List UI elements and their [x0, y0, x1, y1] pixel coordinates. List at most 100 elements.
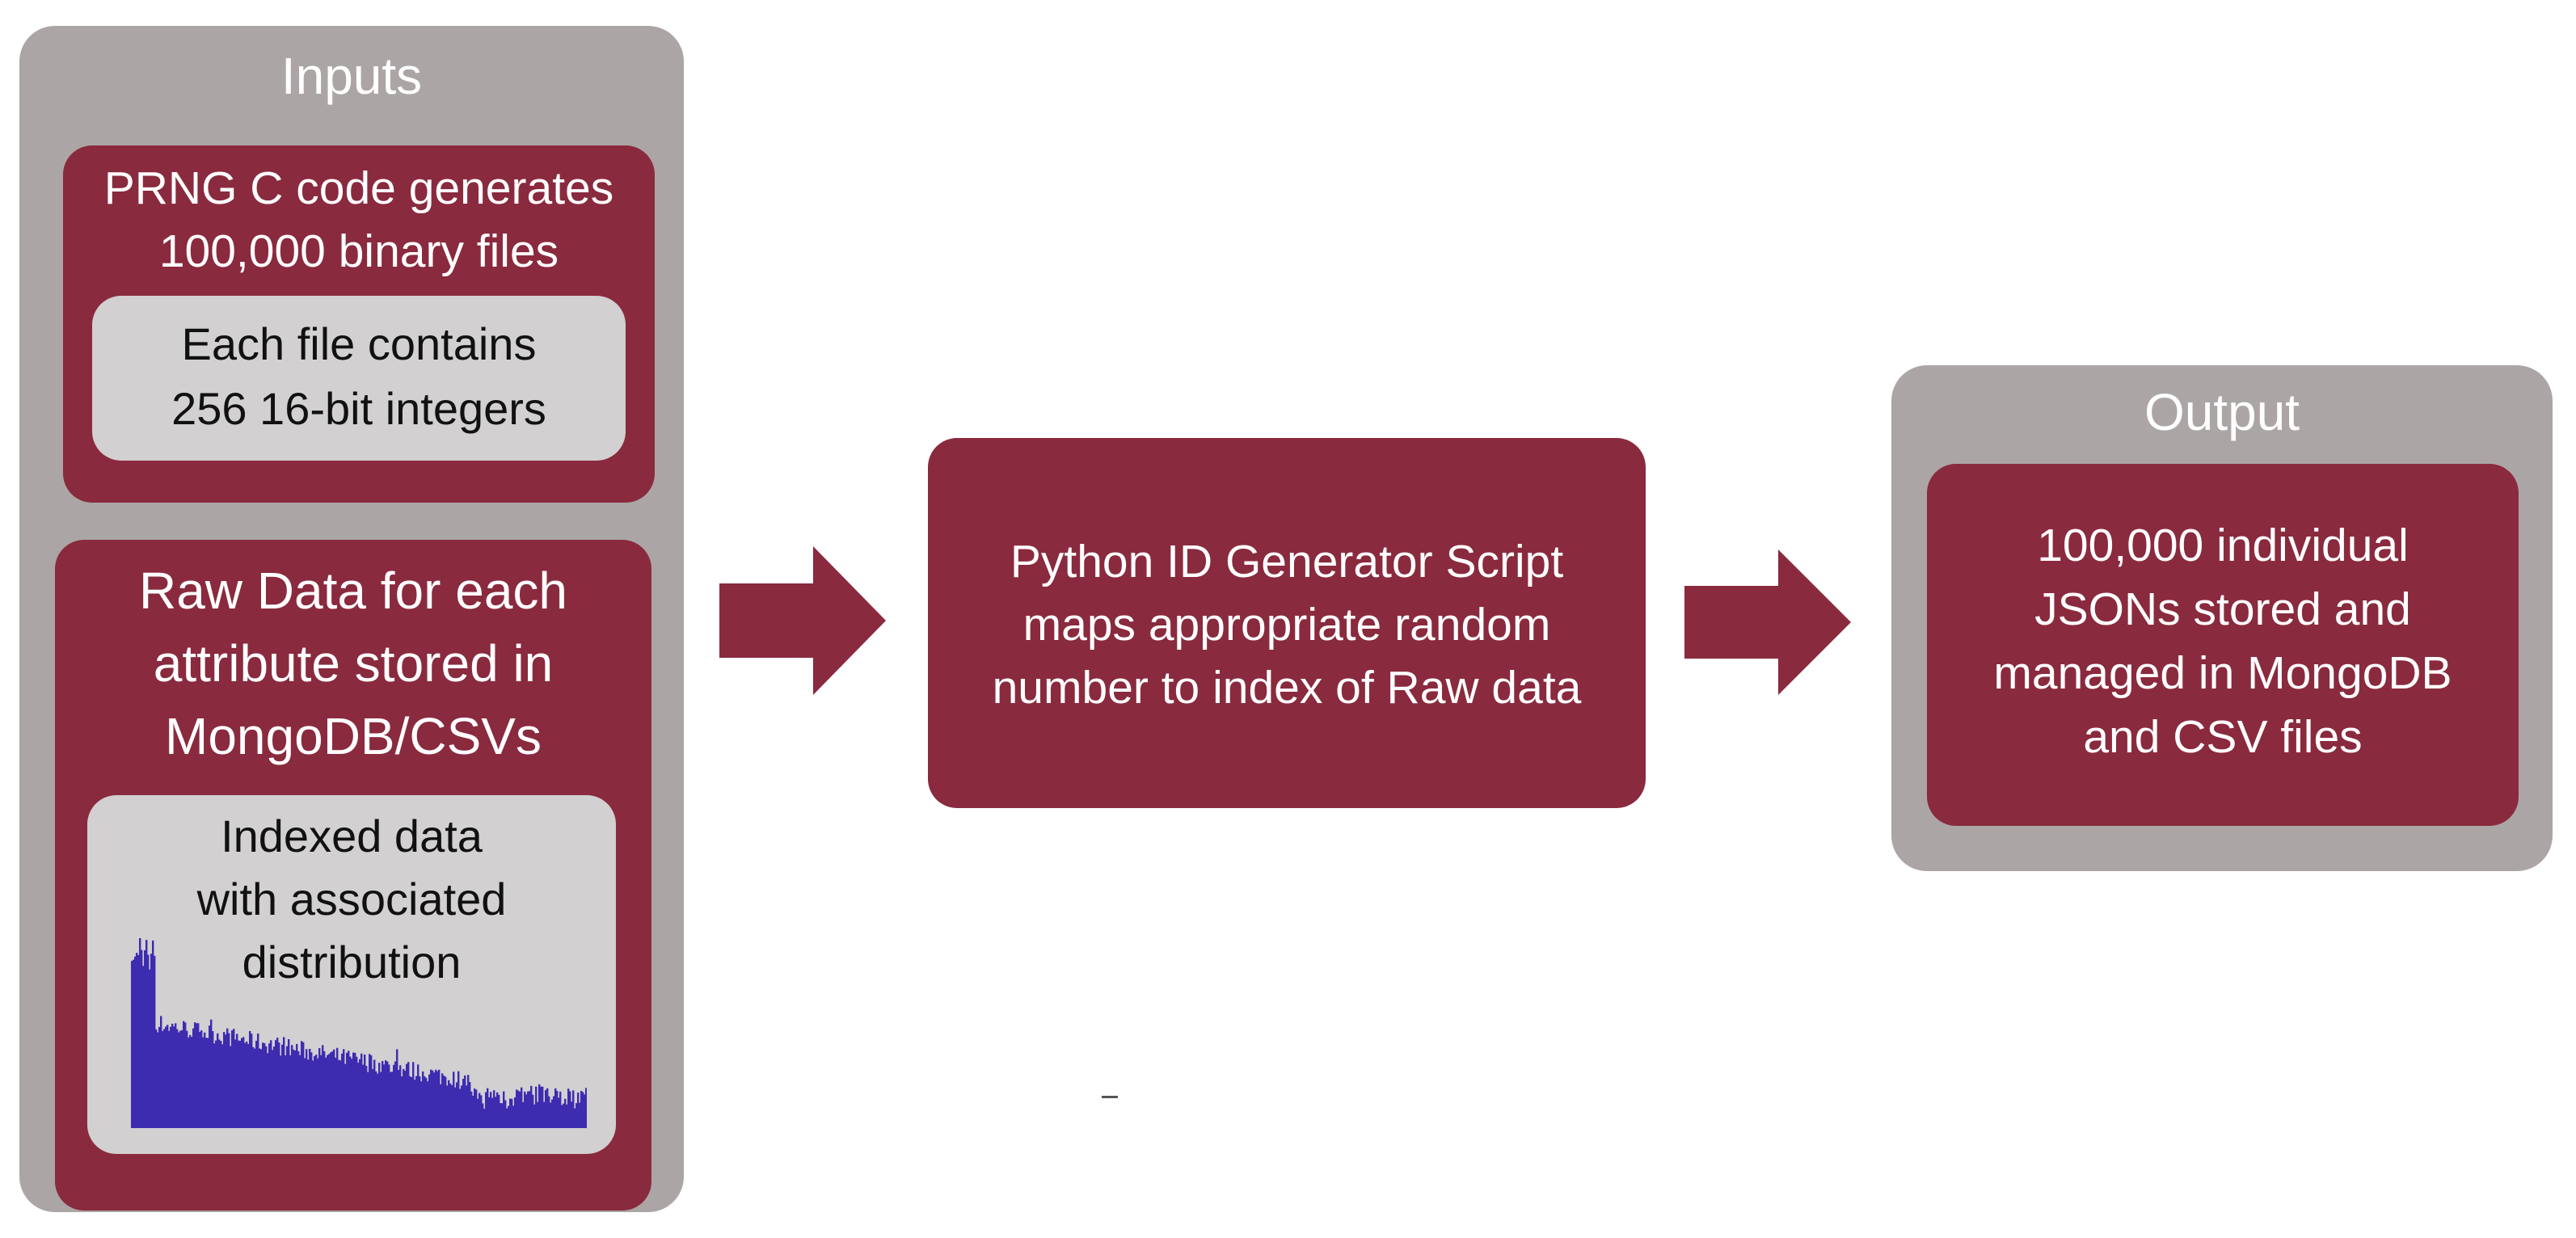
histogram-bar — [469, 1082, 471, 1128]
histogram-bar — [482, 1103, 484, 1128]
indexed-line-1: Indexed data — [221, 811, 483, 861]
histogram-bar — [246, 1041, 248, 1128]
histogram-bar — [331, 1051, 334, 1128]
prng-line-1: PRNG C code generates — [103, 162, 614, 214]
histogram-bar — [335, 1057, 337, 1128]
process-line-1: Python ID Generator Script — [1010, 536, 1564, 587]
histogram-bar — [186, 1030, 188, 1128]
inputs-title: Inputs — [280, 47, 423, 105]
histogram-bar — [141, 950, 143, 1128]
histogram-bar — [508, 1105, 510, 1128]
histogram-bar — [430, 1069, 432, 1128]
histogram-bar — [178, 1032, 180, 1128]
histogram-bar — [254, 1048, 256, 1128]
raw-line-1: Raw Data for each — [138, 562, 568, 620]
histogram-bar — [561, 1105, 563, 1128]
histogram-bar — [221, 1044, 224, 1128]
output-panel: Output 100,000 individual JSONs stored a… — [1891, 365, 2553, 871]
histogram-bar — [553, 1096, 555, 1128]
histogram-bar — [535, 1086, 538, 1128]
histogram-bar — [144, 950, 146, 1128]
histogram-bar — [399, 1065, 402, 1128]
histogram-bar — [215, 1040, 217, 1128]
prng-line-2: 100,000 binary files — [158, 225, 559, 277]
histogram-bar — [242, 1037, 245, 1128]
histogram-bar — [150, 954, 153, 1128]
histogram-bar — [364, 1054, 366, 1128]
histogram-bar — [369, 1054, 371, 1128]
histogram-bar — [480, 1095, 483, 1128]
histogram-bar — [238, 1040, 240, 1128]
histogram-bar — [474, 1089, 476, 1128]
right-arrow-icon — [1684, 550, 1851, 695]
histogram-bar — [385, 1060, 387, 1128]
histogram-bar — [558, 1097, 560, 1128]
histogram-bar — [209, 1025, 211, 1128]
histogram-bar — [362, 1064, 365, 1128]
histogram-bar — [548, 1096, 550, 1128]
histogram-bar — [262, 1042, 264, 1128]
histogram-bar — [512, 1105, 515, 1128]
histogram-bar — [293, 1049, 295, 1128]
histogram-bar — [131, 961, 133, 1128]
histogram-bar — [411, 1077, 413, 1128]
indexed-data-box: Indexed data with associated distributio… — [87, 795, 616, 1154]
histogram-bar — [572, 1090, 575, 1128]
process-box: Python ID Generator Script maps appropri… — [928, 438, 1646, 808]
histogram-bar — [306, 1049, 308, 1128]
process-text: Python ID Generator Script maps appropri… — [928, 530, 1646, 719]
histogram-bar — [299, 1055, 301, 1128]
histogram-bar — [134, 956, 137, 1128]
histogram-bar — [475, 1089, 478, 1128]
histogram-bar — [579, 1102, 581, 1128]
histogram-bar — [320, 1055, 323, 1128]
raw-line-2: attribute stored in — [153, 634, 554, 693]
prng-detail-box: Each file contains 256 16-bit integers — [92, 296, 626, 461]
output-line-4: and CSV files — [2083, 711, 2363, 763]
histogram-bar — [456, 1082, 458, 1128]
inputs-panel: Inputs PRNG C code generates 100,000 bin… — [19, 26, 684, 1212]
histogram-bar — [461, 1085, 463, 1128]
histogram-bar — [234, 1039, 237, 1128]
histogram-bar — [459, 1089, 462, 1128]
histogram-bar — [158, 1026, 161, 1128]
histogram-bar — [464, 1075, 466, 1128]
indexed-data-text: Indexed data with associated distributio… — [87, 805, 616, 994]
histogram-bar — [491, 1097, 494, 1128]
histogram-bar — [563, 1103, 565, 1128]
histogram-bar — [247, 1043, 250, 1128]
histogram-bar — [210, 1019, 213, 1128]
histogram-bar — [433, 1072, 436, 1128]
histogram-bar — [163, 1029, 166, 1128]
histogram-bar — [391, 1072, 394, 1128]
histogram-bar — [218, 1039, 221, 1128]
histogram-bar — [490, 1092, 492, 1128]
histogram-bar — [179, 1030, 182, 1128]
histogram-bar — [446, 1085, 449, 1128]
histogram-bar — [380, 1072, 382, 1128]
histogram-bar — [323, 1051, 326, 1128]
histogram-bar — [171, 1023, 174, 1128]
histogram-bar — [204, 1032, 206, 1128]
histogram-bar — [409, 1076, 411, 1128]
histogram-bar — [462, 1078, 465, 1128]
process-line-2: maps appropriate random — [1022, 599, 1551, 651]
histogram-bar — [372, 1068, 374, 1128]
histogram-bar — [422, 1071, 424, 1128]
histogram-bar — [378, 1063, 381, 1128]
histogram-bar — [559, 1091, 562, 1128]
histogram-bar — [575, 1103, 578, 1128]
histogram-bar — [472, 1095, 474, 1128]
histogram-bar — [438, 1069, 441, 1128]
histogram-bar — [514, 1097, 516, 1128]
histogram-bar — [554, 1088, 557, 1128]
histogram-bar — [527, 1091, 529, 1128]
histogram-bar — [443, 1076, 445, 1128]
histogram-bar — [584, 1094, 586, 1128]
histogram-bar — [516, 1089, 518, 1128]
histogram-bar — [574, 1108, 576, 1128]
histogram-bar — [318, 1048, 321, 1128]
histogram-bar — [485, 1092, 487, 1128]
histogram-bar — [577, 1093, 580, 1128]
histogram-bar — [401, 1076, 403, 1128]
